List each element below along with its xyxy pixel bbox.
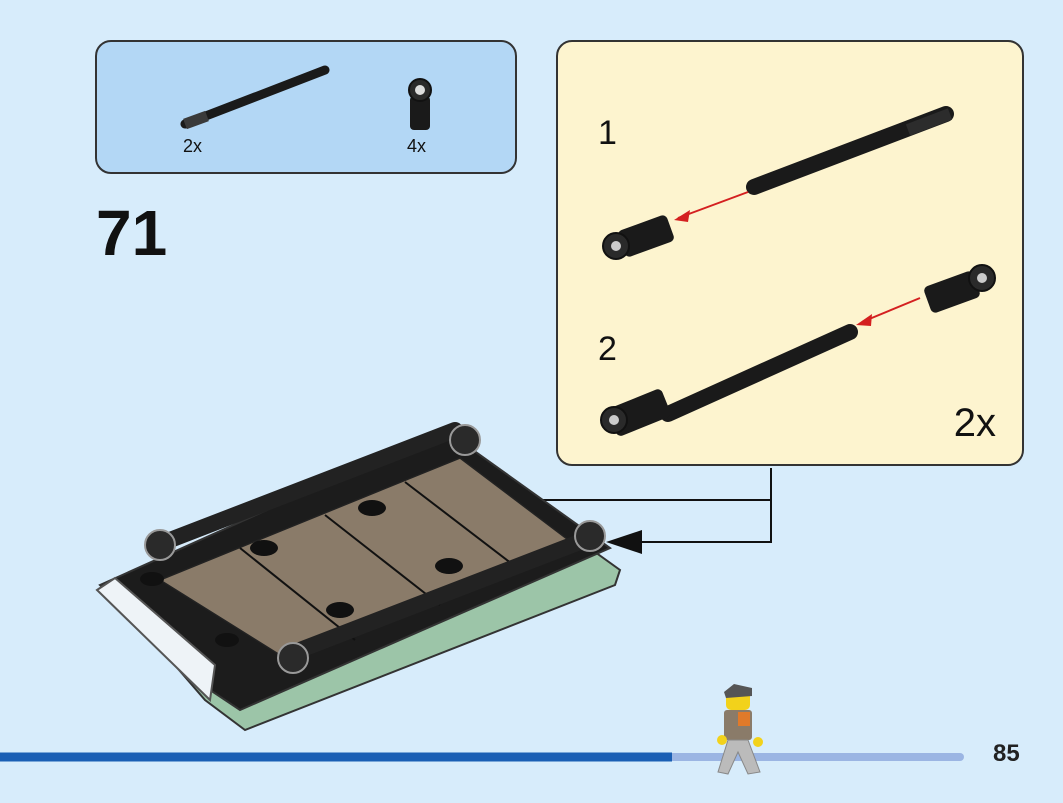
sub-assembly-multiplier: 2x xyxy=(953,401,996,445)
page-number: 85 xyxy=(993,740,1020,767)
parts-list-box: 2x 4x xyxy=(95,40,517,174)
sub-step-2-illustration xyxy=(600,264,996,436)
connector-quantity: 4x xyxy=(407,136,427,156)
parts-illustrations xyxy=(180,65,432,130)
sub-step-1-number: 1 xyxy=(598,114,617,152)
sub-assembly-illustrations xyxy=(600,106,996,436)
sub-assembly-box: 1 2 2x xyxy=(556,40,1024,466)
axle-part-icon xyxy=(180,65,330,130)
connector-part-icon xyxy=(408,78,432,130)
step-number: 71 xyxy=(96,197,168,269)
axle-quantity: 2x xyxy=(183,136,203,156)
minifigure-icon xyxy=(717,684,763,775)
sub-step-2-number: 2 xyxy=(598,330,617,368)
sub-step-1-illustration xyxy=(602,106,954,260)
base-model xyxy=(95,422,622,732)
